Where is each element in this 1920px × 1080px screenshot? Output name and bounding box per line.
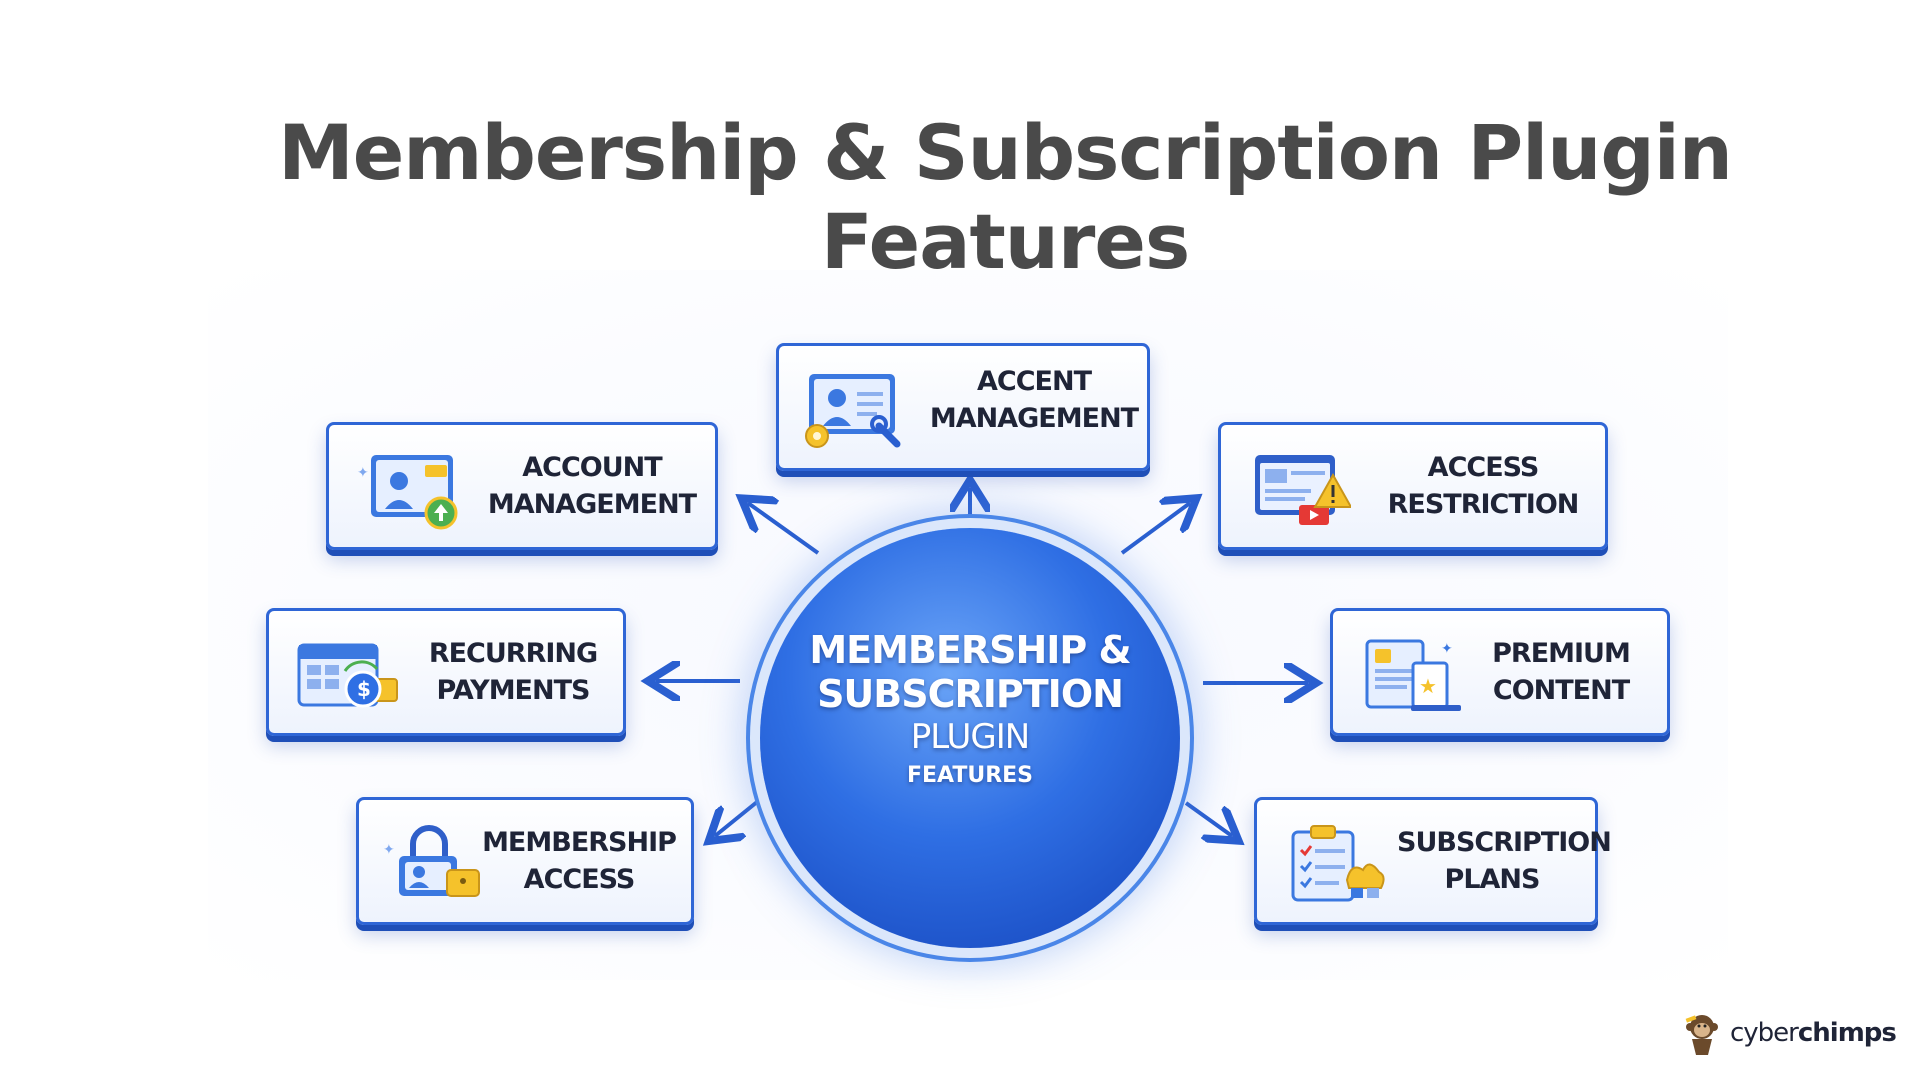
feature-card-accent-management: ACCENT MANAGEMENT	[776, 343, 1150, 471]
premium-document-icon: ★ ✦	[1365, 639, 1461, 711]
brand-logo: cyberchimps	[1678, 1008, 1897, 1058]
feature-card-premium-content: ★ ✦ PREMIUM CONTENT	[1330, 608, 1670, 736]
hub-title-line2: SUBSCRIPTION	[817, 672, 1124, 716]
browser-warning-icon	[1255, 455, 1351, 525]
calendar-payment-icon: $	[297, 643, 398, 708]
lock-id-card-icon: ✦	[383, 825, 480, 897]
svg-text:★: ★	[1419, 674, 1437, 698]
feature-card-account-management: ✦ ACCOUNT MANAGEMENT	[326, 422, 718, 550]
page-title: Membership & Subscription Plugin Feature…	[278, 108, 1733, 286]
feature-label-recurring: RECURRING PAYMENTS	[428, 638, 598, 706]
feature-label-membership: MEMBERSHIP ACCESS	[482, 827, 677, 895]
svg-text:✦: ✦	[383, 842, 395, 858]
hub-subtitle: PLUGIN	[910, 717, 1030, 757]
feature-label-account: ACCOUNT MANAGEMENT	[487, 452, 697, 520]
hub-caption: FEATURES	[906, 763, 1034, 788]
feature-card-recurring-payments: $ RECURRING PAYMENTS	[266, 608, 626, 736]
feature-label-access: ACCESS RESTRICTION	[1387, 452, 1580, 520]
clipboard-checklist-icon	[1291, 825, 1385, 902]
brand-name: cyberchimps	[1730, 1018, 1897, 1048]
feature-card-membership-access: ✦ MEMBERSHIP ACCESS	[356, 797, 694, 925]
feature-label-subscription: SUBSCRIPTION PLANS	[1397, 827, 1612, 895]
feature-label-accent: ACCENT MANAGEMENT	[929, 366, 1139, 434]
svg-text:$: $	[357, 677, 371, 701]
user-profile-icon: ✦	[357, 455, 458, 530]
feature-label-premium: PREMIUM CONTENT	[1492, 638, 1631, 706]
profile-settings-icon	[805, 374, 901, 448]
hub-title-line1: MEMBERSHIP &	[809, 628, 1131, 672]
chimp-mascot-icon	[1685, 1015, 1718, 1055]
svg-text:✦: ✦	[1441, 641, 1453, 657]
feature-card-subscription-plans: SUBSCRIPTION PLANS	[1254, 797, 1612, 925]
feature-card-access-restriction: ACCESS RESTRICTION	[1218, 422, 1608, 550]
central-hub: MEMBERSHIP & SUBSCRIPTION PLUGIN FEATURE…	[760, 528, 1180, 948]
svg-text:✦: ✦	[357, 465, 369, 481]
